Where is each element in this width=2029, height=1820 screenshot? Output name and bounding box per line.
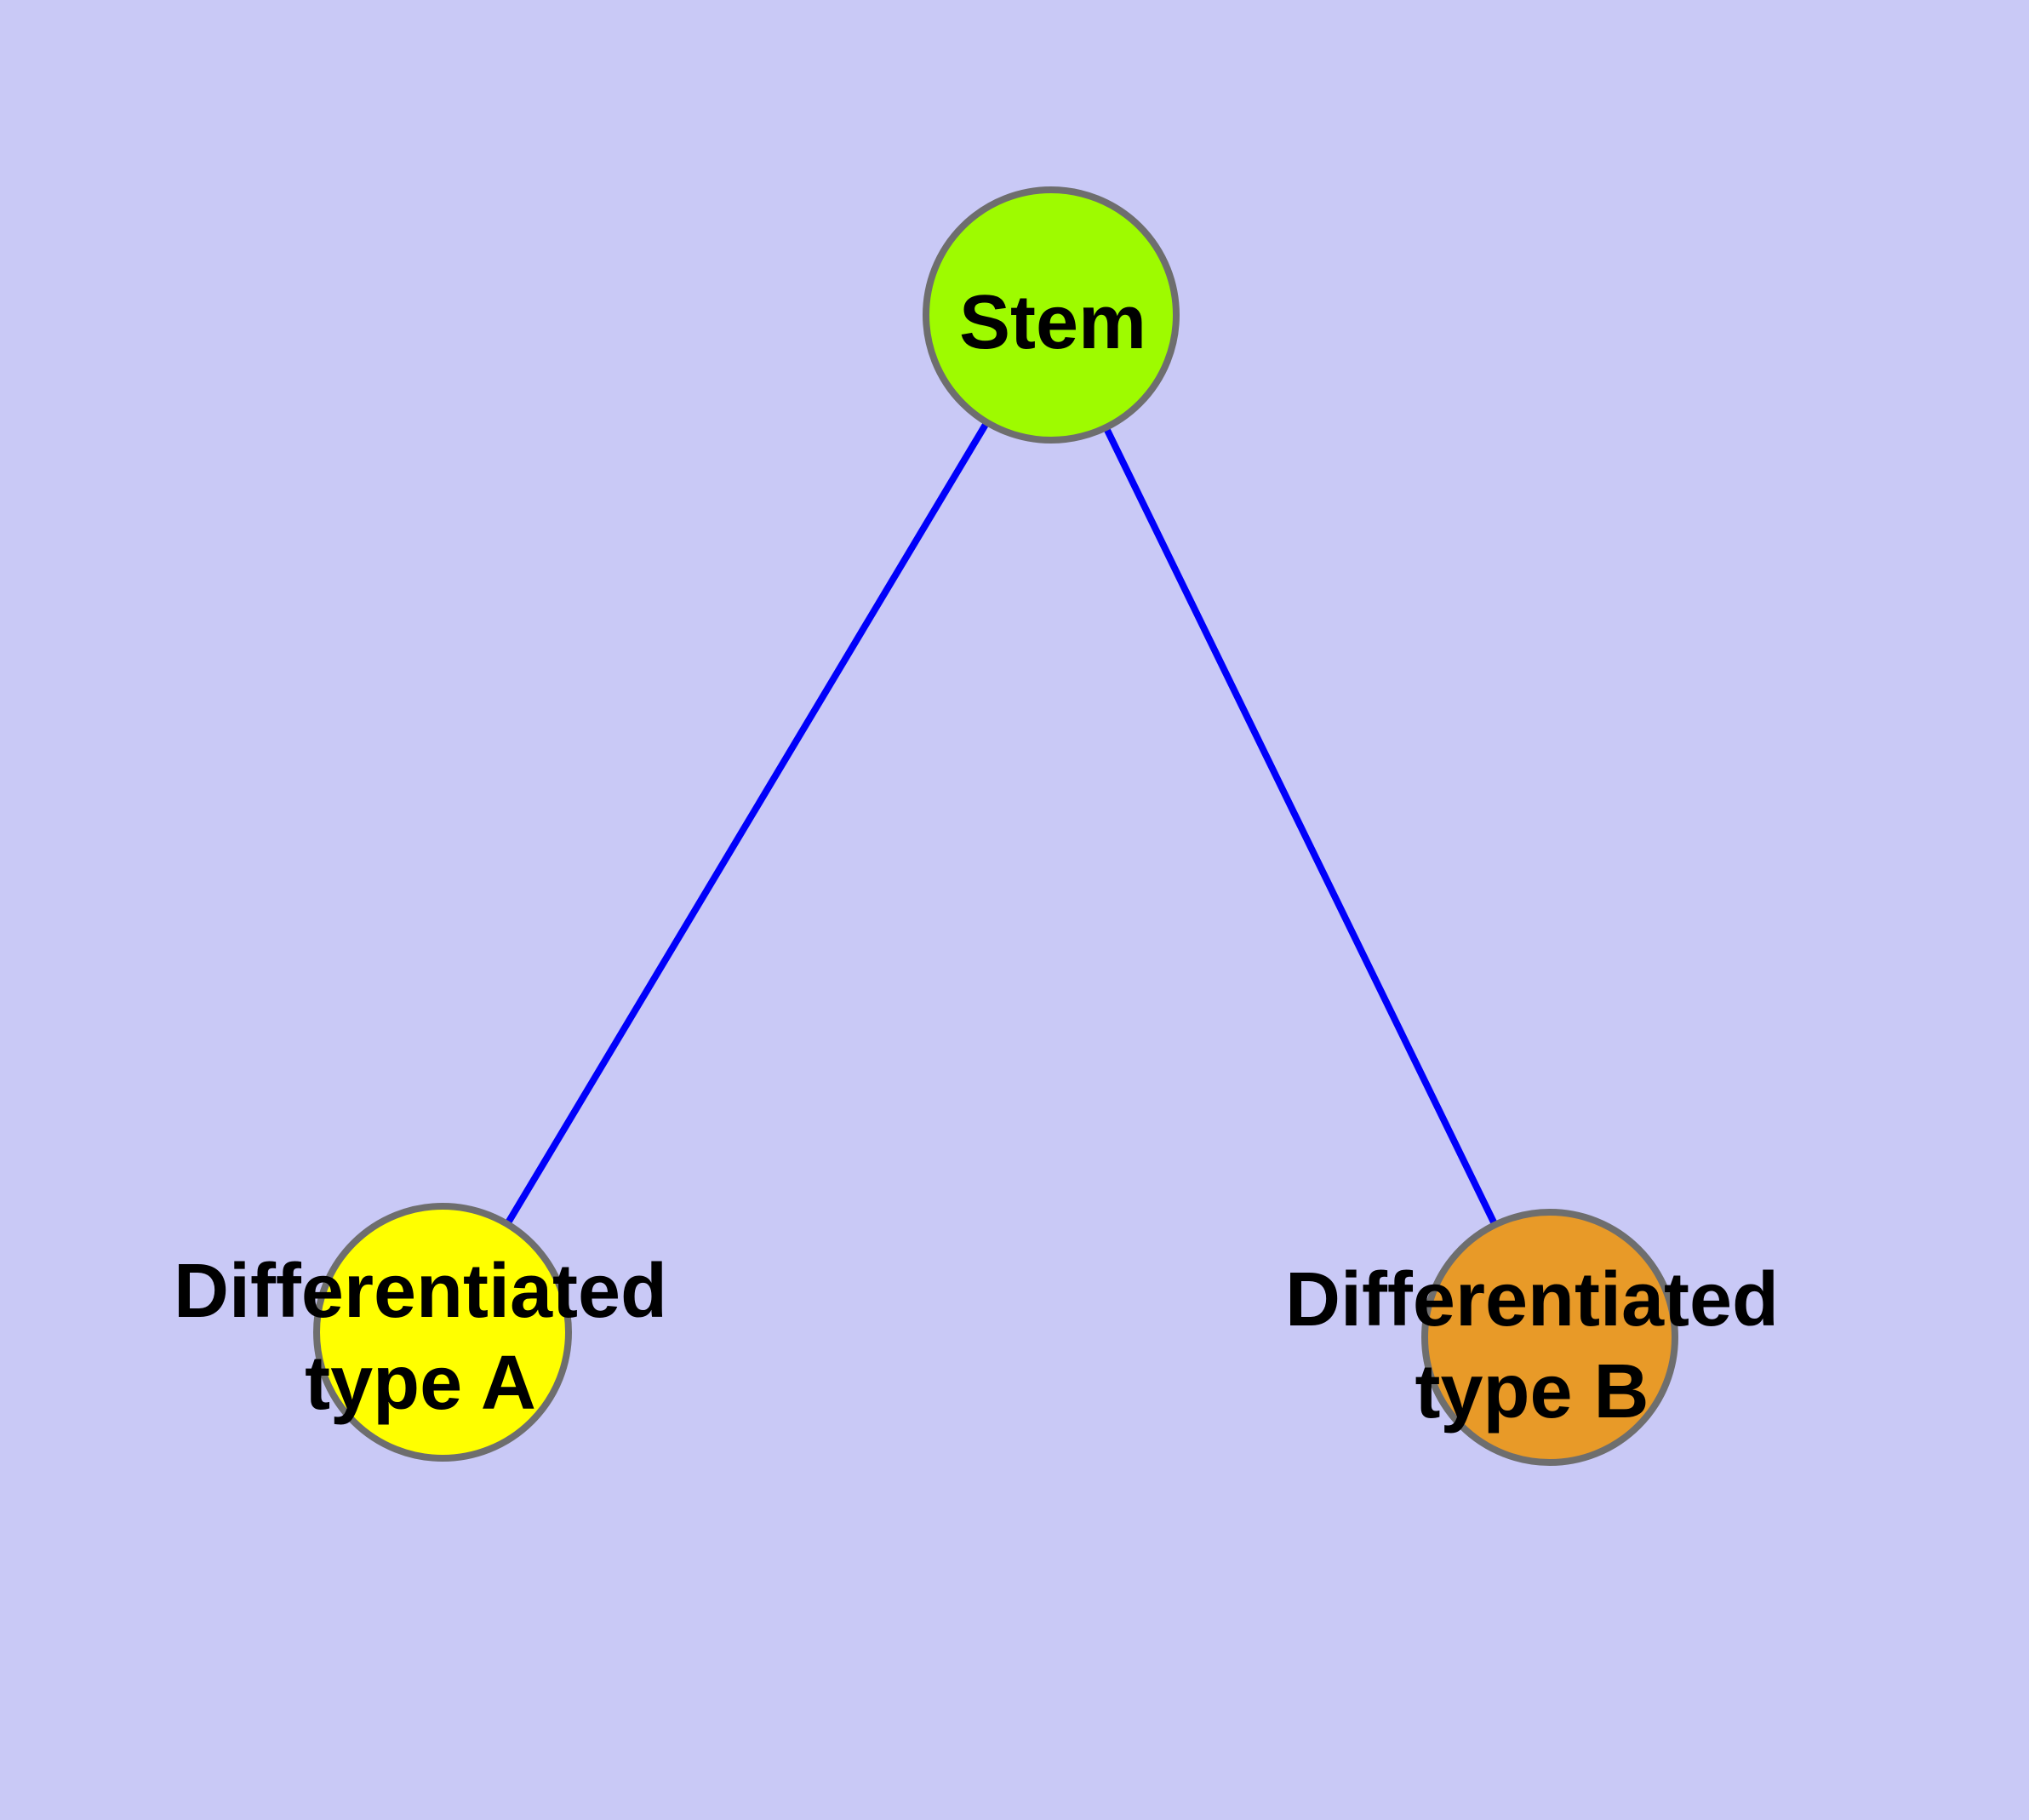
node-type-a-label-line1: Differentiated — [174, 1249, 667, 1334]
node-differentiated-type-b — [1421, 1209, 1678, 1466]
node-type-b-label-line1: Differentiated — [1285, 1257, 1779, 1342]
node-type-a-label-line2: type A — [305, 1341, 536, 1426]
node-stem-label: Stem — [959, 280, 1146, 365]
node-type-b-label-line2: type B — [1415, 1349, 1649, 1434]
edge-stem-to-type-b — [1048, 313, 1553, 1339]
node-differentiated-type-a — [313, 1203, 572, 1462]
edge-stem-to-type-a — [439, 312, 1055, 1335]
node-stem — [923, 186, 1180, 444]
